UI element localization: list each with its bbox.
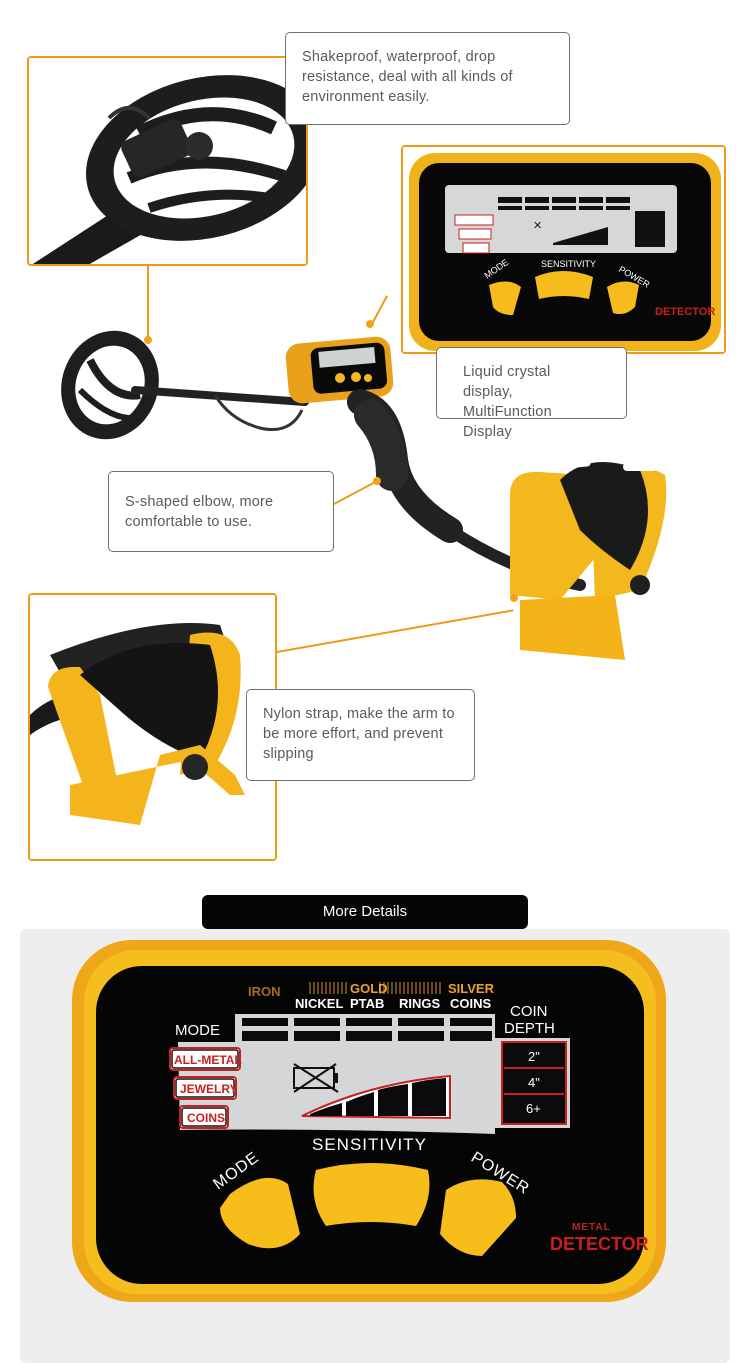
- elbow-callout-text: S-shaped elbow, more comfortable to use.: [125, 494, 274, 530]
- label-silver: SILVER: [448, 981, 495, 996]
- svg-text:SENSITIVITY: SENSITIVITY: [541, 259, 596, 269]
- coil-callout: Shakeproof, waterproof, drop resistance,…: [285, 32, 570, 125]
- mode-jewelry: JEWELRY: [180, 1082, 238, 1096]
- mode-button[interactable]: [220, 1177, 300, 1249]
- label-rings: RINGS: [399, 996, 441, 1011]
- control-panel-large: IRON GOLD SILVER NICKEL PTAB RINGS COINS…: [72, 940, 666, 1302]
- armrest-detail-frame: [28, 593, 277, 861]
- search-coil-image: [29, 58, 306, 264]
- label-coin: COIN: [510, 1003, 548, 1020]
- brand-metal: METAL: [572, 1222, 611, 1233]
- lcd-detail-frame: ✕ SENSITIVITY MODE POWER DETECTOR: [401, 145, 726, 354]
- lcd-leader-dot: [366, 320, 374, 328]
- label-gold: GOLD: [350, 981, 388, 996]
- label-ptab: PTAB: [350, 996, 384, 1011]
- depth-2: 2": [528, 1049, 540, 1064]
- label-mode: MODE: [175, 1022, 220, 1039]
- lcd-panel-small: ✕ SENSITIVITY MODE POWER DETECTOR: [403, 147, 724, 352]
- brand-detector: DETECTOR: [550, 1234, 649, 1254]
- strap-leader-dot: [510, 594, 518, 602]
- elbow-callout: S-shaped elbow, more comfortable to use.: [108, 471, 334, 552]
- sensitivity-button[interactable]: [313, 1163, 430, 1226]
- svg-text:✕: ✕: [533, 220, 542, 232]
- lcd-callout-text: Liquid crystal display, MultiFunction Di…: [463, 364, 552, 440]
- coil-detail-frame: [27, 56, 308, 266]
- more-details-title: More Details: [322, 903, 408, 920]
- sensitivity-label: SENSITIVITY: [312, 1135, 427, 1154]
- more-details-heading: More Details: [202, 895, 528, 929]
- label-coins-top: COINS: [450, 996, 492, 1011]
- coil-callout-text: Shakeproof, waterproof, drop resistance,…: [302, 49, 513, 105]
- lcd-callout: Liquid crystal display, MultiFunction Di…: [436, 347, 627, 440]
- coil-leader-line: [147, 266, 149, 340]
- battery-empty-icon: [293, 1063, 339, 1093]
- label-depth: DEPTH: [504, 1020, 555, 1037]
- depth-4: 4": [528, 1075, 540, 1090]
- label-iron: IRON: [248, 984, 281, 999]
- power-button[interactable]: [440, 1179, 516, 1256]
- label-nickel: NICKEL: [295, 996, 343, 1011]
- elbow-leader-dot: [373, 477, 381, 485]
- metal-detector-image: [61, 330, 667, 660]
- depth-6plus: 6+: [526, 1101, 541, 1116]
- coil-leader-dot: [144, 336, 152, 344]
- svg-text:DETECTOR: DETECTOR: [655, 306, 715, 318]
- strap-callout: Nylon strap, make the arm to be more eff…: [246, 689, 475, 781]
- mode-all-metal: ALL-METAL: [174, 1053, 242, 1067]
- armrest-image: [30, 595, 275, 859]
- strap-callout-text: Nylon strap, make the arm to be more eff…: [263, 706, 455, 762]
- mode-coins: COINS: [187, 1111, 225, 1125]
